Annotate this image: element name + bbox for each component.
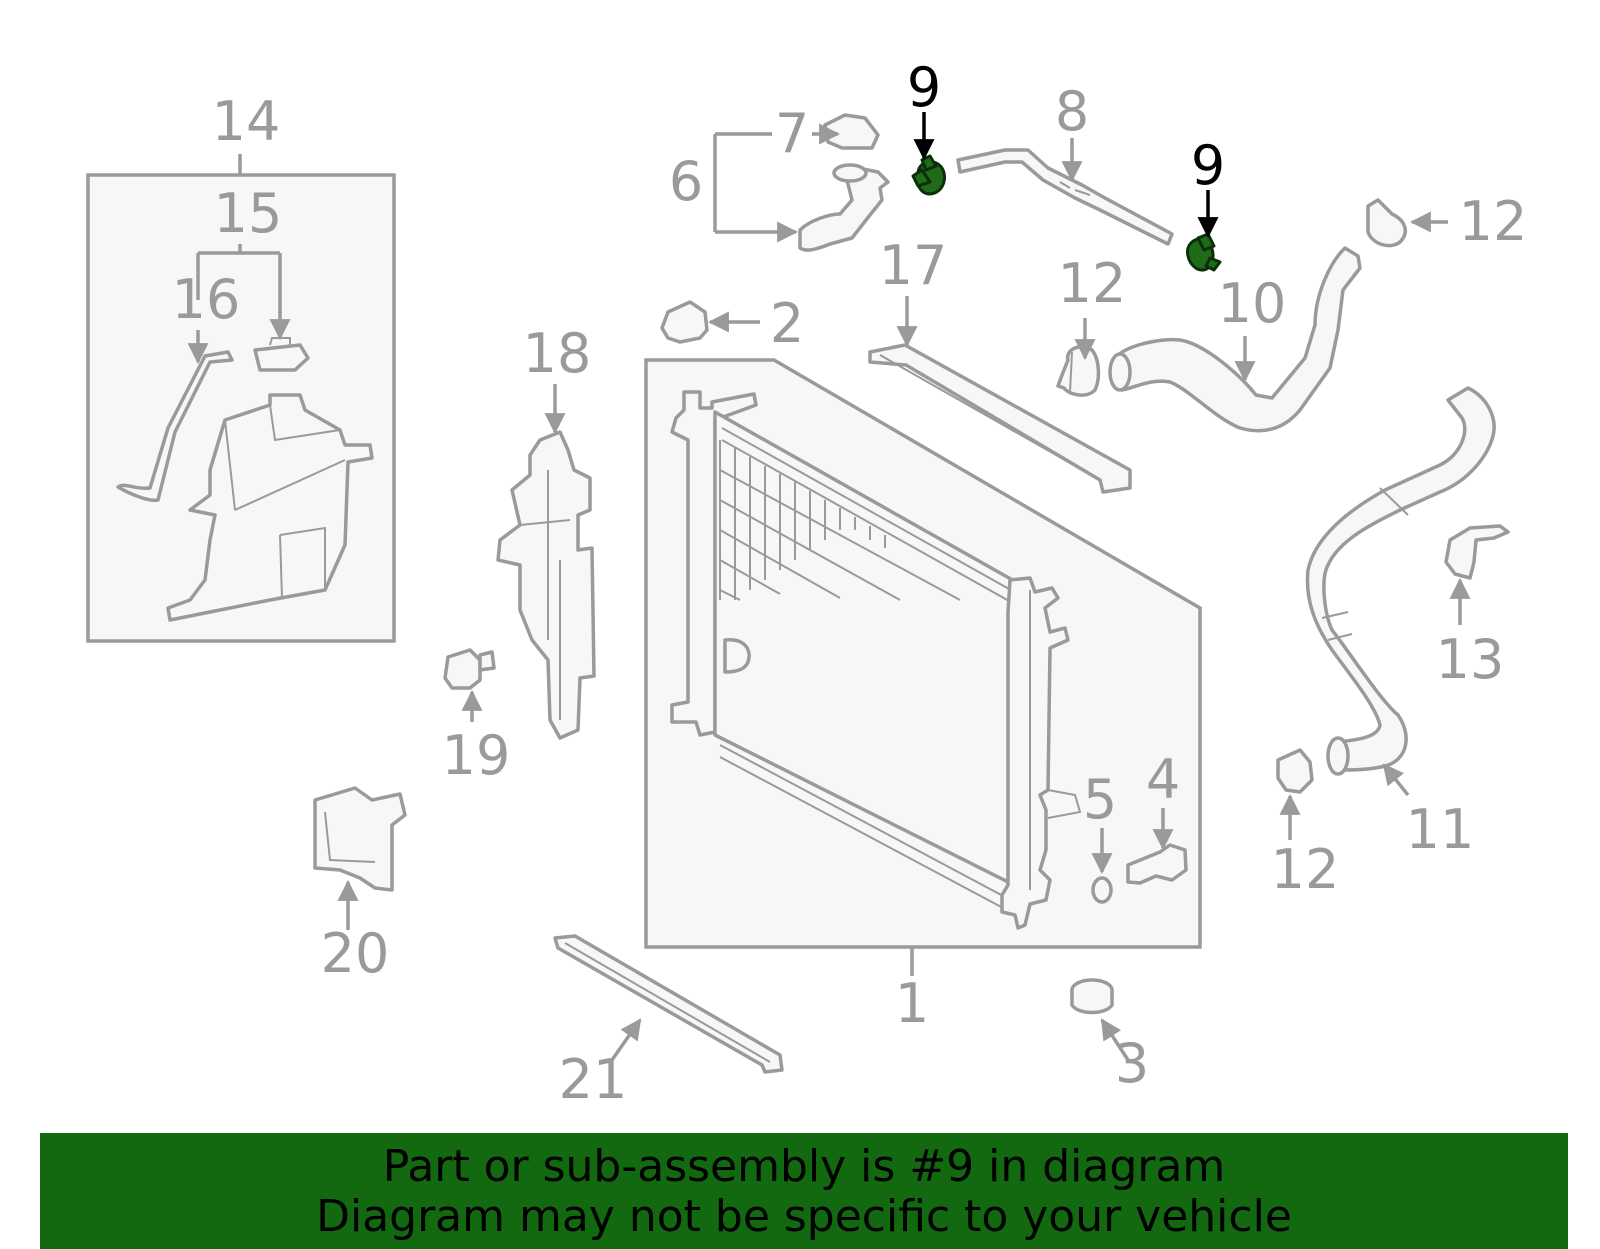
part-11-lower-hose <box>1305 386 1496 772</box>
callout-1: 1 <box>895 972 929 1035</box>
callout-21: 21 <box>559 1048 628 1111</box>
callout-17: 17 <box>879 234 948 297</box>
callout-5: 5 <box>1083 768 1117 831</box>
callout-16: 16 <box>172 268 241 331</box>
part-20-lower-guide <box>313 786 407 892</box>
callout-3: 3 <box>1115 1032 1149 1095</box>
banner-line-1: Part or sub-assembly is #9 in diagram <box>382 1141 1226 1192</box>
callout-11: 11 <box>1406 798 1475 861</box>
info-banner: Part or sub-assembly is #9 in diagram Di… <box>40 1133 1568 1249</box>
callout-6: 6 <box>669 150 703 213</box>
callout-12-upper-right: 12 <box>1459 190 1528 253</box>
radiator-assembly-panel <box>644 358 1202 976</box>
callout-9-right: 9 <box>1191 134 1225 197</box>
part-3-mount-cushion <box>1070 978 1114 1015</box>
part-5-o-ring <box>1091 876 1113 904</box>
callout-7: 7 <box>775 102 809 165</box>
callout-15: 15 <box>214 182 283 245</box>
part-7-cap <box>823 113 880 150</box>
part-10-upper-hose <box>1116 246 1362 433</box>
part-17-upper-support <box>868 343 1132 494</box>
callout-19: 19 <box>442 724 511 787</box>
callout-9-left: 9 <box>907 56 941 119</box>
callout-8: 8 <box>1055 80 1089 143</box>
callout-20: 20 <box>321 922 390 985</box>
callout-12-lower: 12 <box>1271 838 1340 901</box>
callout-10: 10 <box>1218 272 1287 335</box>
banner-line-2: Diagram may not be specific to your vehi… <box>316 1191 1292 1242</box>
callout-4: 4 <box>1146 748 1180 811</box>
part-9-hose-clamp-right <box>1185 232 1222 272</box>
part-2-drain-cock <box>660 300 709 344</box>
part-9-hose-clamp-left <box>911 154 946 196</box>
part-19-clip <box>443 648 496 690</box>
callout-12-upper-left: 12 <box>1058 252 1127 315</box>
part-18-air-guide <box>496 430 596 740</box>
part-13-bracket <box>1444 524 1510 580</box>
part-12-clamp-upper-left <box>1056 345 1101 397</box>
callout-18: 18 <box>523 322 592 385</box>
part-12-clamp-lower <box>1276 748 1314 794</box>
callout-2: 2 <box>770 292 804 355</box>
reservoir-assembly-panel <box>86 154 396 643</box>
part-8-bypass-hose <box>956 148 1174 246</box>
part-12-clamp-upper-right <box>1366 198 1408 248</box>
callout-14: 14 <box>212 90 281 153</box>
callout-13: 13 <box>1436 628 1505 691</box>
part-6-filler-neck <box>798 163 890 252</box>
